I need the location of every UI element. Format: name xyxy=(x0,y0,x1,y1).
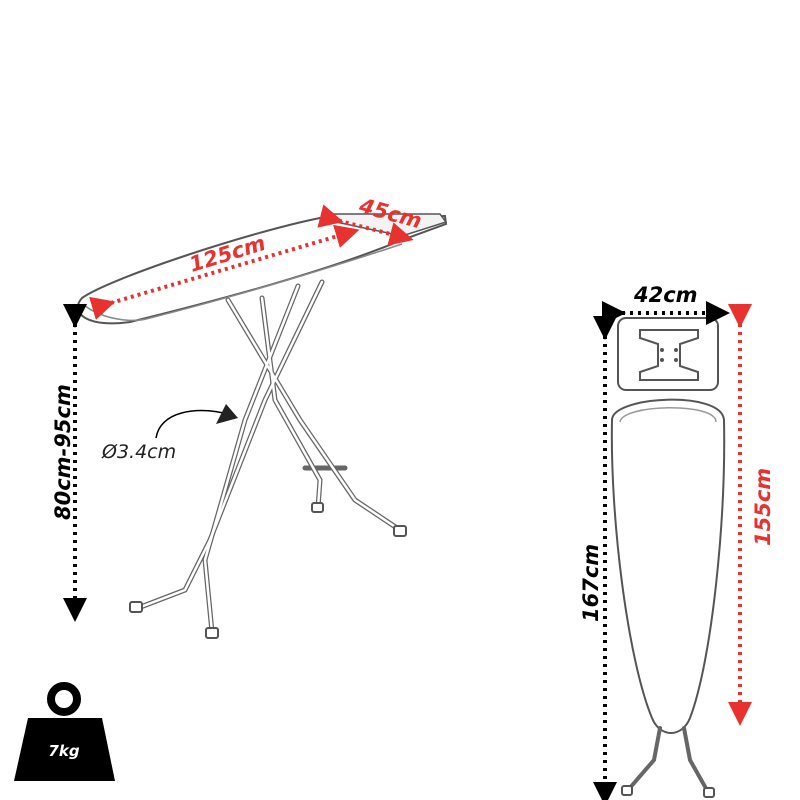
height-label: 80cm-95cm xyxy=(51,384,75,520)
right-board-legs xyxy=(626,726,710,794)
right-board xyxy=(610,398,726,734)
left-board-legs xyxy=(135,279,403,635)
width-arrow xyxy=(317,204,414,246)
total-height-label: 167cm xyxy=(579,544,603,622)
board-length-label: 155cm xyxy=(751,468,775,546)
length-arrow xyxy=(89,224,360,320)
right-board-edge xyxy=(619,407,717,423)
weight-label: 7kg xyxy=(48,742,79,760)
weight-icon xyxy=(14,682,115,781)
tube-diameter-label: Ø3.4cm xyxy=(101,441,176,463)
tube-pointer-arrow xyxy=(155,409,233,439)
right-width-label: 42cm xyxy=(633,283,698,307)
iron-rest-holder xyxy=(639,329,699,381)
iron-rest-holes xyxy=(660,348,678,362)
leg-feet xyxy=(129,502,407,639)
left-board-legs-inner xyxy=(136,280,402,634)
right-leg-feet xyxy=(621,785,715,798)
tube-pointer-arrowhead-icon xyxy=(216,404,238,424)
